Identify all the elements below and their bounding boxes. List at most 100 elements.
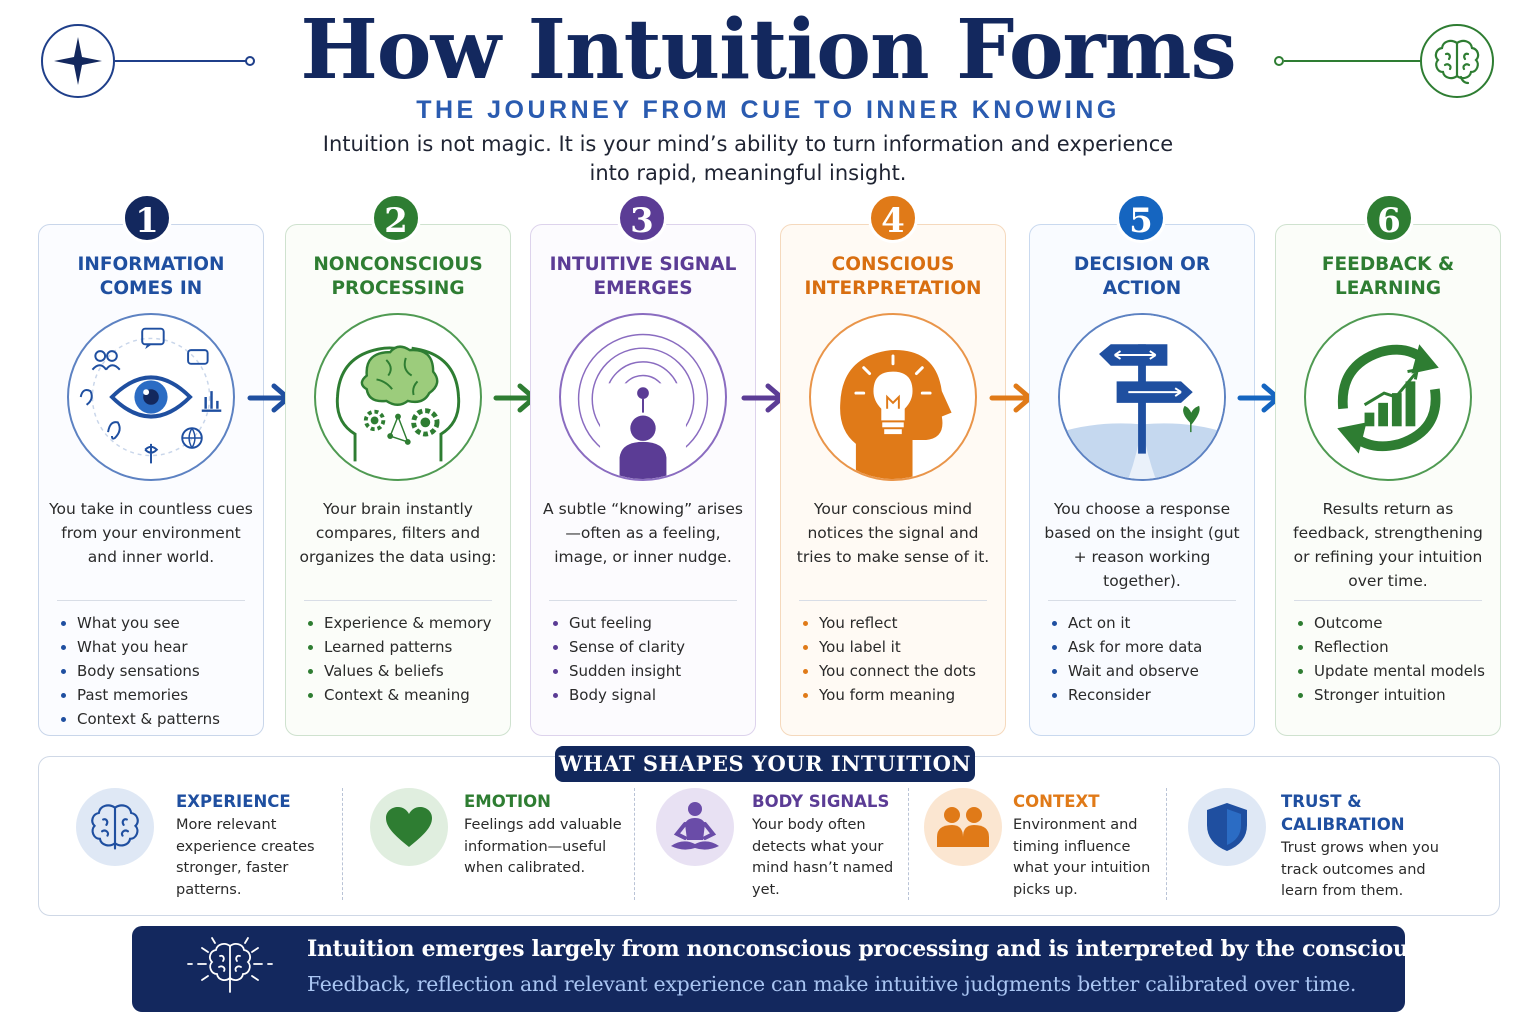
list-item: Reflection (1298, 635, 1494, 659)
step-6-divider (1294, 600, 1482, 601)
step-5-illustration (1058, 313, 1226, 481)
step-3-description: A subtle “knowing” arises—often as a fee… (543, 500, 743, 566)
step-4-list: You reflect You label it You connect the… (803, 611, 999, 707)
step-3-badge: 3 (617, 193, 667, 243)
list-item: What you see (61, 611, 257, 635)
list-item: Sense of clarity (553, 635, 749, 659)
step-6-title: FEEDBACK & LEARNING (1321, 254, 1455, 299)
brain-radiating-icon (187, 937, 273, 993)
step-1-badge: 1 (122, 193, 172, 243)
person-signal-icon (577, 333, 709, 479)
step-5-list: Act on it Ask for more data Wait and obs… (1052, 611, 1248, 707)
shape-context-description: Environment and timing influence what yo… (1013, 817, 1151, 898)
meditation-icon (671, 802, 719, 850)
list-item: You connect the dots (803, 659, 999, 683)
list-item: Update mental models (1298, 659, 1494, 683)
list-item: Experience & memory (308, 611, 504, 635)
step-2-title: NONCONSCIOUS PROCESSING (313, 254, 483, 299)
step-2-description: Your brain instantly compares, filters a… (299, 500, 497, 566)
shape-experience: EXPERIENCE More relevant experience crea… (76, 786, 336, 906)
footer-banner: Intuition emerges largely from nonconsci… (132, 926, 1497, 1012)
page-subtitle: THE JOURNEY FROM CUE TO INNER KNOWING (416, 96, 1120, 124)
step-6-badge: 6 (1364, 193, 1414, 243)
step-1-title: INFORMATION COMES IN (77, 254, 225, 299)
shape-emotion-description: Feelings add valuable information—useful… (464, 817, 622, 876)
signpost-icon (1060, 315, 1224, 479)
list-item: You reflect (803, 611, 999, 635)
step-3-title: INTUITIVE SIGNAL EMERGES (549, 254, 737, 299)
header-right-dot (1274, 56, 1284, 66)
shape-trust-description: Trust grows when you track outcomes and … (1281, 840, 1439, 899)
step-1-divider (57, 600, 245, 601)
shape-emotion: EMOTION Feelings add valuable informatio… (370, 786, 630, 906)
step-6-list: Outcome Reflection Update mental models … (1298, 611, 1494, 707)
step-4-illustration (809, 313, 977, 481)
footer-sub-text: Feedback, reflection and relevant experi… (307, 972, 1357, 996)
shapes-title: WHAT SHAPES YOUR INTUITION (555, 746, 975, 782)
step-5-badge: 5 (1116, 193, 1166, 243)
step-5-divider (1048, 600, 1236, 601)
list-item: Outcome (1298, 611, 1494, 635)
cycle-growth-icon (1337, 344, 1441, 454)
shape-context-badge (924, 788, 1002, 866)
shape-experience-description: More relevant experience creates stronge… (176, 817, 315, 898)
brain-icon (1434, 39, 1480, 85)
list-item: Ask for more data (1052, 635, 1248, 659)
step-2-illustration (314, 313, 482, 481)
list-item: Past memories (61, 683, 257, 707)
list-item: Stronger intuition (1298, 683, 1494, 707)
list-item: Wait and observe (1052, 659, 1248, 683)
brain-icon (91, 804, 139, 850)
shape-experience-badge (76, 788, 154, 866)
footer-main-text: Intuition emerges largely from nonconsci… (307, 936, 1498, 962)
shape-body-signals-description: Your body often detects what your mind h… (752, 817, 894, 898)
shape-body-signals-badge (656, 788, 734, 866)
list-item: Gut feeling (553, 611, 749, 635)
list-item: Reconsider (1052, 683, 1248, 707)
step-4-badge: 4 (868, 193, 918, 243)
shape-emotion-title: EMOTION (464, 792, 551, 811)
list-item: Body signal (553, 683, 749, 707)
list-item: Body sensations (61, 659, 257, 683)
shape-trust-badge (1188, 788, 1266, 866)
step-2-badge: 2 (371, 193, 421, 243)
header-left-dot (245, 56, 255, 66)
head-lightbulb-icon (840, 350, 952, 479)
list-item: Sudden insight (553, 659, 749, 683)
shield-icon (1207, 803, 1247, 851)
shape-body-signals: BODY SIGNALS Your body often detects wha… (656, 786, 906, 906)
list-item: Context & patterns (61, 707, 257, 731)
eye-icon (79, 327, 222, 464)
step-3-list: Gut feeling Sense of clarity Sudden insi… (553, 611, 749, 707)
step-5-description: You choose a response based on the insig… (1044, 500, 1240, 590)
shapes-divider (908, 788, 909, 900)
header-left-line (115, 60, 247, 62)
shape-experience-title: EXPERIENCE (176, 792, 291, 811)
step-4-divider (799, 600, 987, 601)
shapes-divider (1166, 788, 1167, 900)
step-1-description: You take in countless cues from your env… (49, 500, 253, 566)
step-3-illustration (559, 313, 727, 481)
step-3-divider (549, 600, 737, 601)
four-point-star-icon (54, 37, 102, 85)
step-6-description: Results return as feedback, strengthenin… (1293, 500, 1483, 590)
page-intro: Intuition is not magic. It is your mind’… (322, 132, 1174, 185)
step-6-illustration (1304, 313, 1472, 481)
step-3-card: INTUITIVE SIGNAL EMERGES A subtle “knowi… (530, 224, 756, 736)
list-item: Learned patterns (308, 635, 504, 659)
shapes-divider (634, 788, 635, 900)
list-item: Context & meaning (308, 683, 504, 707)
shape-context-title: CONTEXT (1013, 792, 1100, 811)
list-item: Act on it (1052, 611, 1248, 635)
step-6-card: FEEDBACK & LEARNING Results return as fe… (1275, 224, 1501, 736)
list-item: You form meaning (803, 683, 999, 707)
step-4-card: CONSCIOUS INTERPRETATION Your conscious … (780, 224, 1006, 736)
step-5-title: DECISION OR ACTION (1073, 254, 1211, 299)
shape-emotion-badge (370, 788, 448, 866)
step-2-list: Experience & memory Learned patterns Val… (308, 611, 504, 707)
step-4-description: Your conscious mind notices the signal a… (796, 500, 990, 566)
list-item: Values & beliefs (308, 659, 504, 683)
step-2-divider (304, 600, 492, 601)
shapes-divider (342, 788, 343, 900)
header-brain-badge (1420, 24, 1494, 98)
